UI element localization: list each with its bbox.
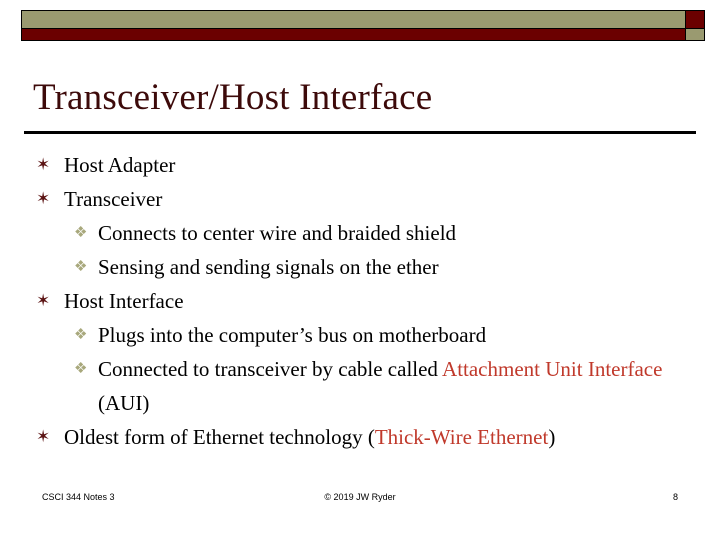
bullet-text-accent: Thick-Wire Ethernet (374, 425, 549, 449)
bullet-text-accent: Attachment Unit Interface (442, 357, 663, 381)
header-banner (21, 10, 705, 41)
bullet-diamond-icon: ❖ (74, 259, 88, 275)
bullet-text-segment: ) (548, 425, 556, 449)
bullet-text-segment: Plugs into the computer’s bus on motherb… (98, 323, 487, 347)
bullet-text-segment: Host Adapter (64, 153, 176, 177)
title-divider-rule (24, 131, 696, 134)
bullet-text: Host Interface (64, 284, 694, 318)
bullet-row: ✶ Host Interface (30, 284, 694, 318)
bullet-diamond-icon: ❖ (74, 327, 88, 343)
banner-corner-red-square (686, 11, 704, 28)
slide-footer: CSCI 344 Notes 3 © 2019 JW Ryder 8 (0, 490, 720, 510)
bullet-text-segment: (AUI) (98, 391, 150, 415)
bullet-diamond-icon: ❖ (74, 225, 88, 241)
bullet-text: Oldest form of Ethernet technology (Thic… (64, 420, 694, 454)
footer-course-label: CSCI 344 Notes 3 (42, 492, 115, 502)
bullet-row: ✶ Oldest form of Ethernet technology (Thi… (30, 420, 694, 454)
bullet-star-icon: ✶ (36, 189, 51, 208)
bullet-row: ❖ Plugs into the computer’s bus on mother… (30, 318, 694, 352)
bullet-text-segment: Sensing and sending signals on the ether (98, 255, 439, 279)
bullet-text-segment: Connects to center wire and braided shie… (98, 221, 457, 245)
bullet-star-icon: ✶ (36, 427, 51, 446)
banner-tan-stripe (22, 11, 685, 28)
footer-page-number: 8 (672, 492, 678, 502)
bullet-text-segment: Connected to transceiver by cable called (98, 357, 443, 381)
bullet-row: ✶ Host Adapter (30, 148, 694, 182)
slide-title: Transceiver/Host Interface (33, 77, 433, 118)
bullet-text-segment: Host Interface (64, 289, 184, 313)
bullet-row: ❖ Connected to transceiver by cable calle… (30, 352, 694, 420)
bullet-text: Transceiver (64, 182, 694, 216)
bullet-diamond-icon: ❖ (74, 361, 88, 377)
bullet-text-segment: Oldest form of Ethernet technology ( (64, 425, 375, 449)
bullet-text-segment: Transceiver (64, 187, 163, 211)
banner-corner-tan-square (686, 28, 704, 40)
bullet-text: Plugs into the computer’s bus on motherb… (98, 318, 694, 352)
footer-copyright: © 2019 JW Ryder (324, 492, 396, 502)
bullet-text: Sensing and sending signals on the ether (98, 250, 694, 284)
bullet-text: Connected to transceiver by cable called… (98, 352, 694, 420)
banner-main-bar (21, 10, 686, 41)
banner-corner-accent (686, 10, 705, 41)
bullet-star-icon: ✶ (36, 155, 51, 174)
bullet-star-icon: ✶ (36, 291, 51, 310)
banner-red-stripe (22, 28, 685, 40)
slide-body-list: ✶ Host Adapter ✶ Transceiver ❖ Connects to ce… (30, 148, 694, 454)
bullet-row: ✶ Transceiver (30, 182, 694, 216)
bullet-row: ❖ Connects to center wire and braided shi… (30, 216, 694, 250)
bullet-text: Host Adapter (64, 148, 694, 182)
bullet-text: Connects to center wire and braided shie… (98, 216, 694, 250)
bullet-row: ❖ Sensing and sending signals on the ethe… (30, 250, 694, 284)
